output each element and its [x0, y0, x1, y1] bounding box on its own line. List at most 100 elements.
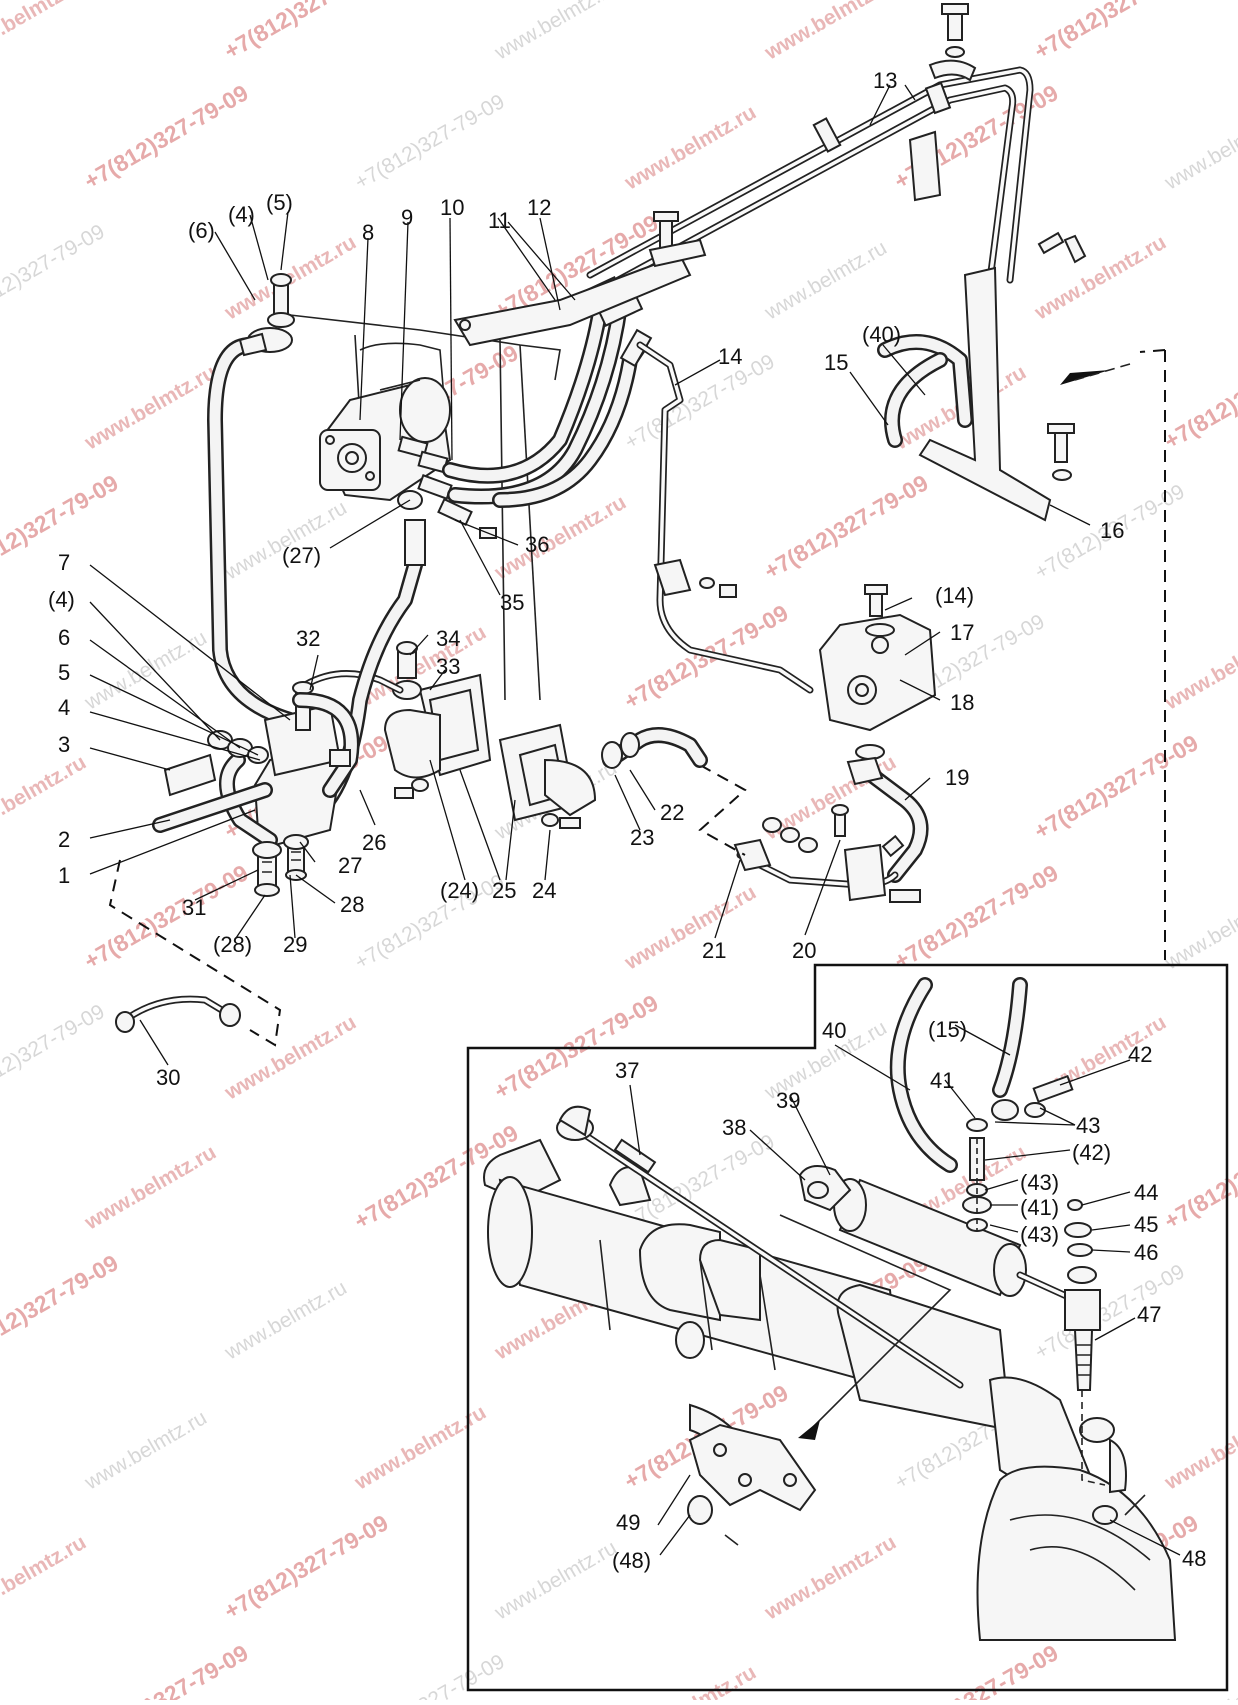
callout-13: 13	[873, 68, 897, 93]
inset-pointer-dash-top	[1140, 350, 1165, 352]
watermark-phone: +7(812)327-79-09	[80, 859, 253, 974]
watermark-site: www.belmtz.ru	[760, 0, 900, 65]
callout-12: 12	[527, 195, 551, 220]
watermark-faint: www.belmtz.ru	[220, 1276, 351, 1365]
callout-5: 5	[58, 660, 70, 685]
callout-38: 38	[722, 1115, 746, 1140]
callout-31: 31	[182, 895, 206, 920]
watermark-faint: +7(812)327-79-09	[1031, 1260, 1189, 1364]
callout-42-ref: (42)	[1072, 1140, 1111, 1165]
callout-24-ref: (24)	[440, 878, 479, 903]
watermark-phone: +7(812)327-79-09	[0, 1249, 123, 1364]
watermark-faint: www.belmtz.ru	[220, 496, 351, 585]
callout-4-ref-left: (4)	[48, 587, 75, 612]
callout-21: 21	[702, 938, 726, 963]
callout-44: 44	[1134, 1180, 1158, 1205]
callout-23: 23	[630, 825, 654, 850]
rear-bracket-16	[910, 132, 1085, 520]
callout-25: 25	[492, 878, 516, 903]
callout-28: 28	[340, 892, 364, 917]
clamp-20-pipe-21	[735, 805, 920, 902]
callout-41: 41	[930, 1068, 954, 1093]
callout-6: 6	[58, 625, 70, 650]
watermark-site: www.belmtz.ru	[760, 1531, 900, 1625]
watermark-faint: +7(812)327-79-09	[351, 90, 509, 194]
callout-43: 43	[1076, 1113, 1100, 1138]
callout-47: 47	[1137, 1302, 1161, 1327]
watermark-faint: www.belmtz.ru	[1160, 106, 1238, 195]
watermark-site: www.belmtz.ru	[760, 751, 900, 845]
callout-18: 18	[950, 690, 974, 715]
elbow-22-23	[602, 733, 700, 768]
pipe-30	[116, 999, 240, 1032]
link-dash-21-22	[700, 765, 745, 855]
callout-22: 22	[660, 800, 684, 825]
callout-26: 26	[362, 830, 386, 855]
watermark-site: www.belmtz.ru	[0, 751, 90, 845]
callout-4-ref-top: (4)	[228, 202, 255, 227]
watermark-site: www.belmtz.ru	[620, 101, 760, 195]
watermark-faint: www.belmtz.ru	[760, 236, 891, 325]
callout-40: 40	[822, 1018, 846, 1043]
watermark-faint: +7(812)327-79-09	[351, 870, 509, 974]
callout-20: 20	[792, 938, 816, 963]
watermark-phone: +7(812)327-79-09	[760, 469, 933, 584]
watermark-phone: +7(812)327-79-09	[220, 1509, 393, 1624]
watermark-faint: www.belmtz.ru	[1160, 886, 1238, 975]
callout-27-ref-top: (27)	[282, 543, 321, 568]
callout-49: 49	[616, 1510, 640, 1535]
inset-arrow	[1060, 364, 1130, 385]
watermark-phone: +7(812)327-79-09	[80, 1639, 253, 1700]
distributor-17	[820, 585, 935, 759]
watermark-phone: +7(812)327-79-09	[1030, 0, 1203, 64]
callout-5-ref: (5)	[266, 190, 293, 215]
watermark-faint: +7(812)327-79-09	[621, 350, 779, 454]
callout-6-ref: (6)	[188, 218, 215, 243]
callout-42: 42	[1128, 1042, 1152, 1067]
callout-15-ref: (15)	[928, 1017, 967, 1042]
callout-32: 32	[296, 626, 320, 651]
callout-30: 30	[156, 1065, 180, 1090]
watermark-site: www.belmtz.ru	[80, 1141, 220, 1235]
watermark-site: www.belmtz.ru	[0, 1531, 90, 1625]
callout-15: 15	[824, 350, 848, 375]
callout-24: 24	[532, 878, 556, 903]
watermark-site: www.belmtz.ru	[220, 1011, 360, 1105]
watermark-faint: www.belmtz.ru	[490, 1536, 621, 1625]
callout-40-ref: (40)	[862, 322, 901, 347]
callout-4: 4	[58, 695, 70, 720]
watermark-phone: +7(812)327-79-09	[1030, 729, 1203, 844]
watermark-site: www.belmtz.ru	[80, 361, 220, 455]
watermark-phone: +7(812)327-79-09	[890, 859, 1063, 974]
watermark-faint: +7(812)327-79-09	[0, 220, 109, 324]
callout-14: 14	[718, 344, 742, 369]
callout-11: 11	[488, 208, 511, 233]
callout-10: 10	[440, 195, 464, 220]
watermark-site: www.belmtz.ru	[0, 0, 90, 65]
callout-35: 35	[500, 590, 524, 615]
callout-45: 45	[1134, 1212, 1158, 1237]
watermark-site: www.belmtz.ru	[620, 881, 760, 975]
callout-36: 36	[525, 532, 549, 557]
watermark-faint: www.belmtz.ru	[80, 1406, 211, 1495]
callout-16: 16	[1100, 518, 1124, 543]
watermark-phone: +7(812)327-79-09	[220, 0, 393, 64]
callout-48: 48	[1182, 1546, 1206, 1571]
callout-28-ref: (28)	[213, 932, 252, 957]
watermark-phone: +7(812)327-79-09	[80, 79, 253, 194]
watermark-faint: www.belmtz.ru	[490, 0, 621, 65]
lever-49	[688, 1425, 815, 1545]
callout-34: 34	[436, 626, 460, 651]
callout-29: 29	[283, 932, 307, 957]
callout-14-ref: (14)	[935, 583, 974, 608]
watermark-site: www.belmtz.ru	[620, 1661, 760, 1700]
callout-1: 1	[58, 863, 70, 888]
bracket-bolt-top	[930, 4, 975, 80]
callout-2: 2	[58, 827, 70, 852]
flange-24-25	[500, 725, 595, 828]
callout-8: 8	[362, 220, 374, 245]
callout-9: 9	[401, 205, 413, 230]
callout-43-ref-a: (43)	[1020, 1170, 1059, 1195]
